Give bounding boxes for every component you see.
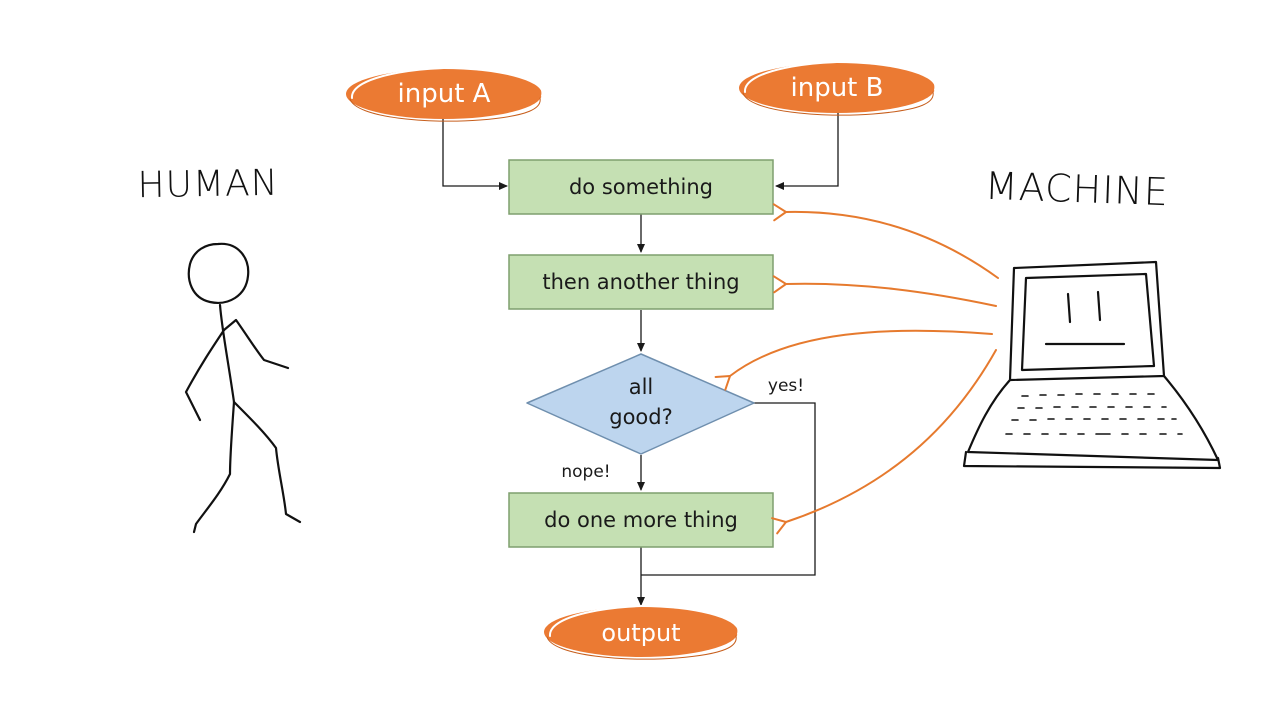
connector-decision-yes (641, 402, 816, 576)
nope-branch-label: nope! (561, 462, 610, 482)
decision-label-line1: all (629, 375, 654, 399)
laptop-icon (962, 260, 1222, 470)
step-then-another-thing-label: then another thing (542, 270, 739, 294)
step-do-one-more-thing: do one more thing (508, 492, 774, 548)
human-label: HUMAN (137, 163, 279, 206)
machine-arrows (714, 203, 999, 535)
step-do-something: do something (508, 159, 774, 215)
machine-arrow-decision (714, 329, 993, 391)
output-label: output (601, 619, 680, 647)
stick-figure-icon (184, 242, 302, 534)
connector-input-b (775, 110, 839, 190)
step-do-something-label: do something (569, 175, 713, 199)
yes-branch-label: yes! (768, 376, 804, 396)
output-node: output (544, 604, 740, 660)
machine-arrow-step2 (772, 275, 997, 307)
decision-label-line2: good? (609, 405, 673, 429)
machine-arrow-step1 (772, 203, 999, 279)
decision-all-good: all good? (526, 353, 755, 455)
step-do-one-more-thing-label: do one more thing (544, 508, 738, 532)
machine-label: MACHINE (984, 164, 1169, 214)
input-a-node: input A (346, 66, 544, 122)
input-b-node: input B (739, 60, 937, 116)
input-a-label: input A (398, 79, 491, 109)
input-b-label: input B (791, 73, 884, 103)
connectors (442, 110, 839, 606)
machine-arrow-step3 (771, 349, 997, 535)
connector-input-a (442, 115, 508, 190)
step-then-another-thing: then another thing (508, 254, 774, 310)
